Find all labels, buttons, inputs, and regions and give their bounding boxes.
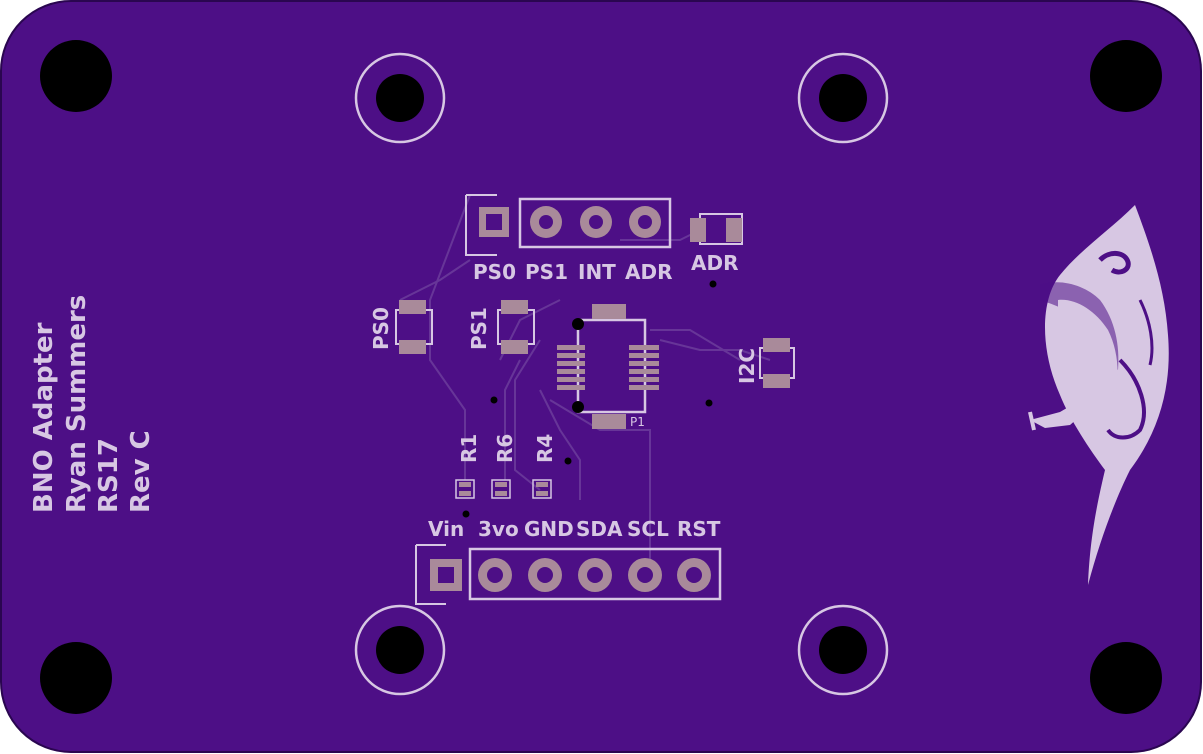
jumper-ps1-label: PS1	[467, 307, 491, 350]
feather-logo-icon	[1028, 205, 1169, 585]
hole-bottom-left	[40, 642, 112, 714]
bottom-header-label-scl: SCL	[627, 517, 669, 541]
jumper-i2c-label: I2C	[735, 348, 759, 384]
jumper-ps0: PS0	[369, 300, 433, 354]
resistor-label-r4: R4	[533, 434, 557, 463]
bottom-header-label-vin: Vin	[428, 517, 464, 541]
top-header: PS0 PS1 INT ADR	[465, 194, 672, 284]
bottom-header: Vin 3vo GND SDA SCL RST	[415, 517, 722, 605]
ic-label: P1	[630, 415, 645, 429]
hole-bottom-right	[1090, 642, 1162, 714]
bottom-header-label-3vo: 3vo	[478, 517, 519, 541]
standoff-holes	[354, 52, 889, 696]
resistor-label-r6: R6	[493, 434, 517, 463]
credits-line4: Rev C	[126, 430, 156, 513]
jumper-ps1: PS1	[467, 300, 535, 354]
jumper-adr: ADR	[690, 213, 743, 288]
jumper-ps0-label: PS0	[369, 307, 393, 350]
credits-line1: BNO Adapter	[29, 322, 59, 513]
bottom-header-label-sda: SDA	[576, 517, 623, 541]
top-header-label-adr: ADR	[625, 260, 672, 284]
credits-line2: Ryan Summers	[62, 295, 92, 513]
resistor-label-r1: R1	[457, 434, 481, 463]
jumper-i2c: I2C	[735, 338, 795, 388]
hole-top-left	[40, 40, 112, 112]
top-header-label-ps0: PS0	[473, 260, 516, 284]
resistors: R1 R6 R4	[455, 434, 557, 499]
bottom-header-label-gnd: GND	[524, 517, 574, 541]
mounting-holes	[40, 40, 1162, 714]
credits-line3: RS17	[94, 438, 124, 513]
top-header-label-ps1: PS1	[525, 260, 568, 284]
vias	[462, 396, 713, 518]
credits: BNO Adapter Ryan Summers RS17 Rev C	[29, 295, 156, 513]
top-header-label-int: INT	[578, 260, 616, 284]
bottom-header-label-rst: RST	[677, 517, 721, 541]
hole-top-right	[1090, 40, 1162, 112]
ic-bno: P1	[557, 304, 659, 429]
jumper-adr-label: ADR	[691, 251, 738, 275]
